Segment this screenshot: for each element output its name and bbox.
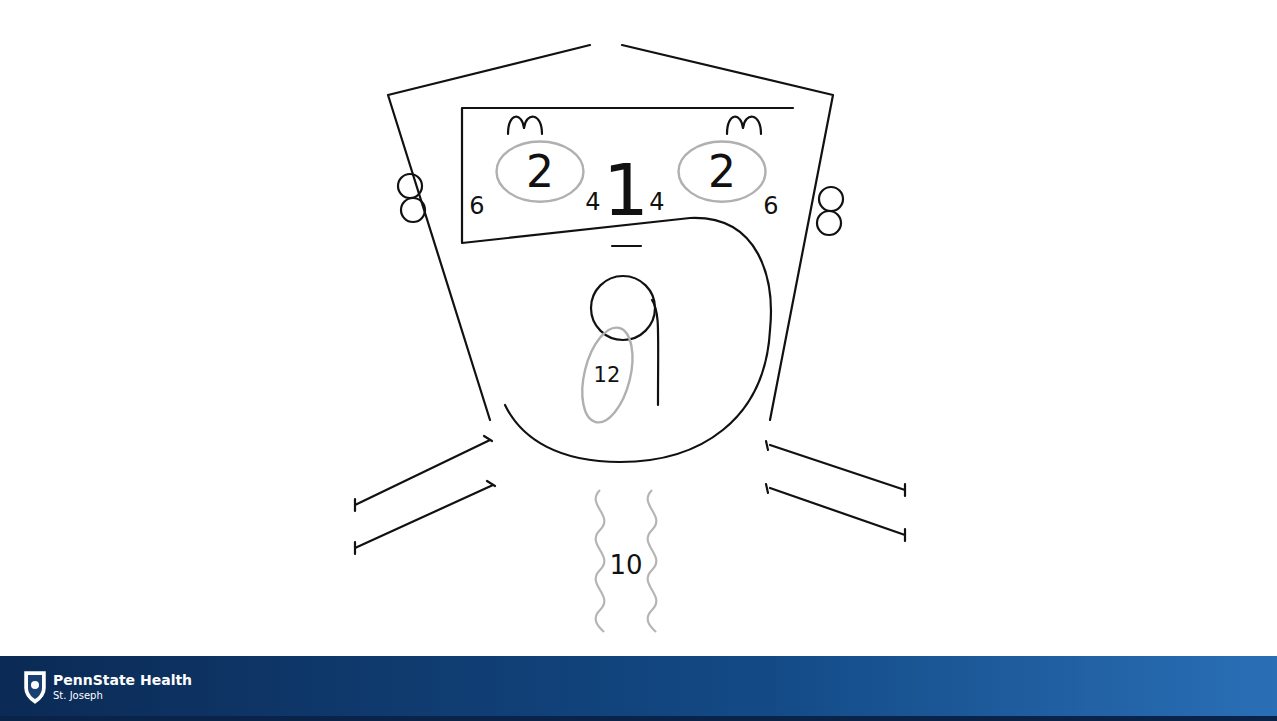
side-circle bbox=[817, 211, 841, 235]
end-tick bbox=[904, 484, 906, 541]
callout-number: 2 bbox=[526, 150, 554, 194]
base-bar bbox=[612, 245, 641, 247]
footer-brand: PennState Health bbox=[53, 673, 192, 687]
footer-bar bbox=[0, 656, 1277, 721]
grey-oval: 2 bbox=[495, 140, 585, 203]
side-line bbox=[355, 481, 495, 548]
side-line bbox=[766, 484, 905, 535]
wavy-line bbox=[648, 490, 657, 632]
wavy-line bbox=[596, 490, 605, 632]
end-tick bbox=[354, 499, 356, 554]
side-line bbox=[766, 441, 905, 490]
bump-mark bbox=[508, 117, 542, 134]
callout-number: 10 bbox=[609, 552, 642, 578]
callout-number: 2 bbox=[708, 150, 736, 194]
side-circle bbox=[819, 187, 843, 211]
callout-number: 4 bbox=[649, 190, 664, 214]
shield-logo bbox=[25, 672, 45, 703]
callout-number: 6 bbox=[469, 194, 484, 218]
shield-logo-emblem bbox=[31, 681, 39, 689]
side-circle bbox=[398, 174, 422, 198]
shield-logo-inner bbox=[28, 675, 42, 699]
oval-outline bbox=[573, 322, 641, 427]
outer-outline-right bbox=[622, 45, 833, 420]
grey-oval: 2 bbox=[677, 140, 767, 203]
callout-number: 4 bbox=[585, 190, 600, 214]
tail-line bbox=[652, 300, 658, 405]
callout-number: 6 bbox=[763, 194, 778, 218]
oval-outline bbox=[497, 142, 584, 202]
inner-outline bbox=[462, 108, 793, 462]
bump-mark bbox=[727, 117, 761, 134]
grey-oval: 12 bbox=[583, 325, 632, 425]
side-circle bbox=[401, 198, 425, 222]
footer-brand-sub: St. Joseph bbox=[53, 691, 103, 701]
footer-strip bbox=[0, 716, 1277, 721]
callout-number: 1 bbox=[603, 154, 649, 226]
callout-number: 12 bbox=[594, 365, 621, 386]
oval-outline bbox=[679, 142, 766, 202]
